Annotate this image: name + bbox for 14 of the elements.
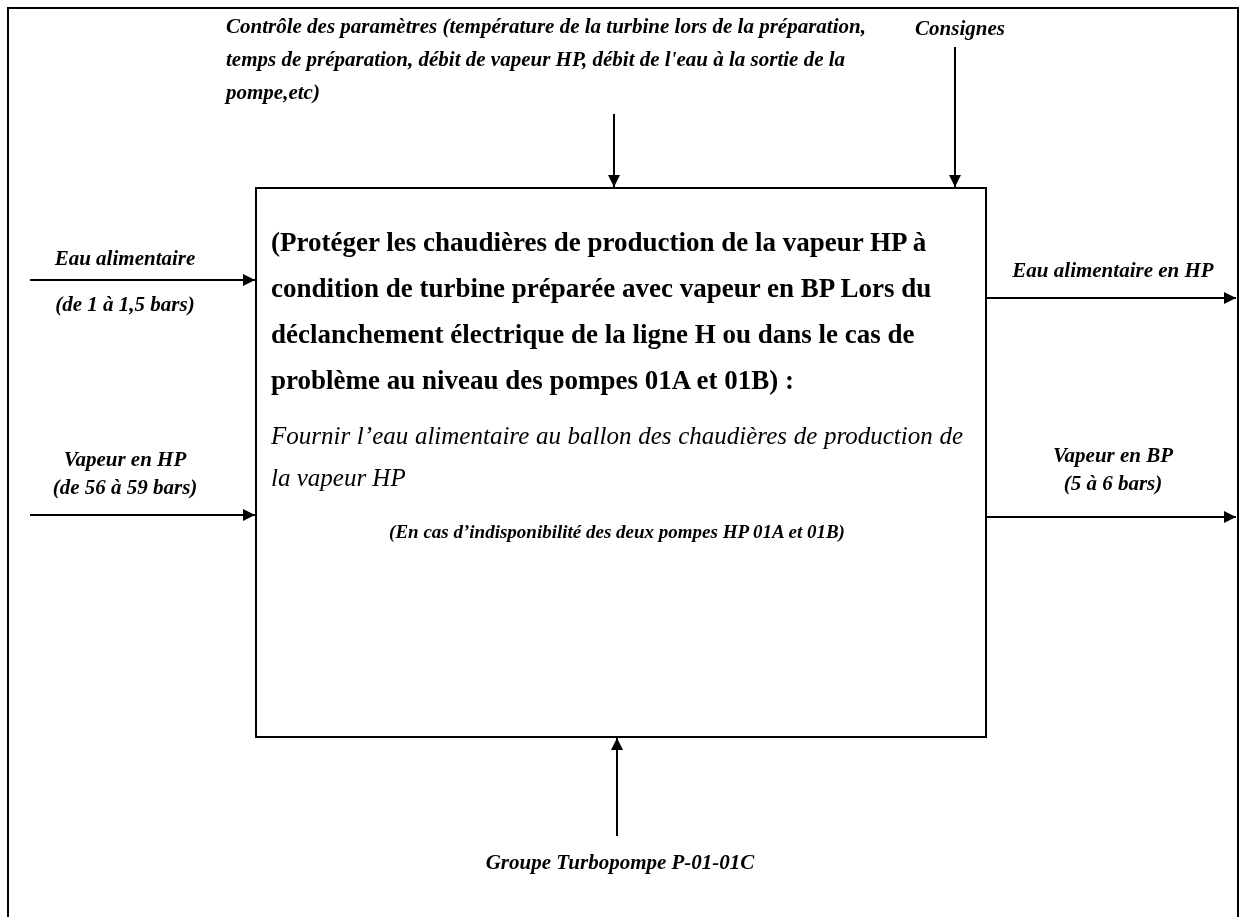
arrow-label-text: Consignes <box>914 15 1006 42</box>
process-description: Fournir l’eau alimentaire au ballon des chaudières de production de la vapeur HP <box>271 421 963 493</box>
arrow <box>986 292 1237 304</box>
arrow <box>986 511 1237 523</box>
arrow <box>29 509 256 521</box>
process-title: (Protéger les chaudières de production de la vapeur HP à condition de turbine préparée avec vapeur en BP Lors du déclanchement électrique de la ligne H ou dans le cas de problème au niveau des pompes 01A et 01B) : <box>271 226 933 397</box>
arrow <box>949 46 961 188</box>
process-box <box>255 187 987 738</box>
arrow <box>611 737 623 837</box>
arrow <box>608 113 620 188</box>
arrow-label-text: Contrôle des paramètres (température de la turbine lors de la préparation, temps de préparation, débit de vapeur HP, débit de l'eau à la sortie de la pompe,etc) <box>226 13 867 106</box>
process-note: (En cas d’indisponibilité des deux pompes HP 01A et 01B) <box>388 521 846 543</box>
arrow-label-text: Groupe Turbopompe P-01-01C <box>484 849 756 876</box>
arrow <box>29 274 256 286</box>
